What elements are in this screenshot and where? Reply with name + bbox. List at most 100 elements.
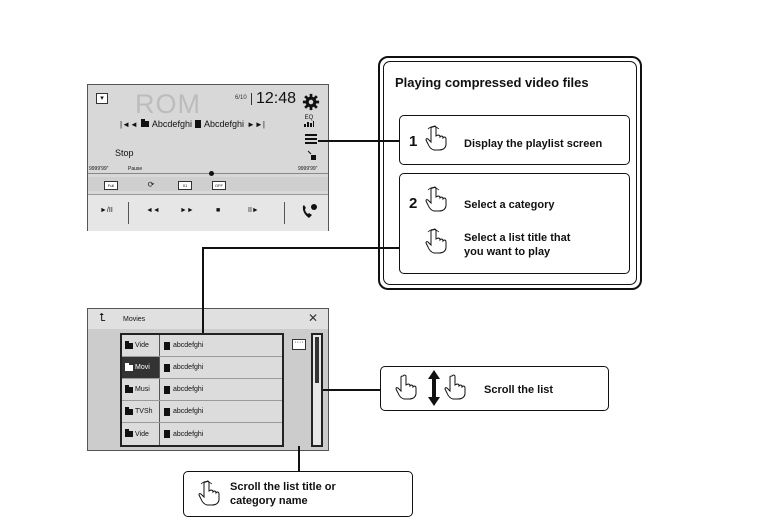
scroll-title-text-line2: category name xyxy=(230,495,308,507)
file-icon xyxy=(194,120,201,128)
hand-pointer-icon xyxy=(444,374,466,400)
step-1-number: 1 xyxy=(409,133,418,150)
file-icon xyxy=(164,363,170,372)
hand-pointer-icon xyxy=(425,186,447,212)
scroll-title-callout xyxy=(183,471,413,517)
title-cell[interactable]: abcdefghi xyxy=(160,407,204,416)
list-title: abcdefghi xyxy=(173,342,204,349)
category-name: TVSh xyxy=(135,408,153,415)
category-cell[interactable]: Vide xyxy=(122,335,160,356)
pause-label: Pause xyxy=(128,166,143,172)
category-cell[interactable]: Movi xyxy=(122,357,160,378)
playback-status: Stop xyxy=(115,148,134,158)
title-cell[interactable]: abcdefghi xyxy=(160,363,203,372)
file-icon xyxy=(164,385,170,394)
divider xyxy=(284,202,285,224)
folder-icon xyxy=(125,406,133,415)
divider xyxy=(251,93,252,105)
connector-line xyxy=(298,446,300,471)
rewind-button[interactable]: ◄◄ xyxy=(146,207,160,214)
playlist-list[interactable]: Vide abcdefghi Movi abcdefghi Musi xyxy=(120,333,284,447)
step-2-box xyxy=(399,173,630,274)
hand-pointer-icon xyxy=(425,228,447,254)
step-2-text-title-line1: Select a list title that xyxy=(464,232,571,244)
fast-forward-button[interactable]: ►► xyxy=(180,207,194,214)
connector-line xyxy=(318,140,399,142)
phone-icon[interactable] xyxy=(300,203,318,221)
close-icon[interactable]: ✕ xyxy=(308,311,319,325)
track-count: 6/10 xyxy=(235,95,247,101)
menu-icon[interactable] xyxy=(305,134,317,144)
list-title: abcdefghi xyxy=(173,408,204,415)
list-item[interactable]: Movi abcdefghi xyxy=(122,357,282,379)
category-cell[interactable]: TVSh xyxy=(122,401,160,422)
instruction-frame-inner xyxy=(383,61,637,285)
title-cell[interactable]: abcdefghi xyxy=(160,341,204,350)
list-item[interactable]: Vide abcdefghi xyxy=(122,335,282,357)
player-screen: ▾ ROM 6/10 12:48 |◄◄ Abcdefghi Abcdefghi… xyxy=(87,84,329,231)
stop-button[interactable]: ■ xyxy=(216,207,221,214)
screen-mode-icon[interactable] xyxy=(307,150,317,162)
slow-play-button[interactable]: II► xyxy=(248,207,259,214)
next-icon[interactable]: ►►| xyxy=(246,119,265,129)
scroll-title-text-line1: Scroll the list title or xyxy=(230,481,336,493)
category-name: Musi xyxy=(135,386,150,393)
hand-pointer-icon xyxy=(425,125,447,151)
repeat-icon[interactable]: ⟳ xyxy=(147,180,155,189)
category-name: Vide xyxy=(135,342,149,349)
step-1-box xyxy=(399,115,630,165)
scrollbar[interactable] xyxy=(311,333,323,447)
step-1-text: Display the playlist screen xyxy=(464,138,603,150)
category-name: Vide xyxy=(135,430,149,438)
hand-pointer-icon xyxy=(198,480,220,506)
up-down-arrow-icon xyxy=(428,370,440,406)
category-cell[interactable]: Musi xyxy=(122,379,160,400)
folder-icon xyxy=(140,119,149,127)
instruction-title: Playing compressed video files xyxy=(395,75,589,90)
screen-size-button[interactable]: Full xyxy=(104,181,118,190)
step-2-text-category: Select a category xyxy=(464,199,555,211)
category-cell[interactable]: Vide xyxy=(122,423,160,445)
progress-knob[interactable] xyxy=(209,171,214,176)
hand-pointer-icon xyxy=(395,374,417,400)
track-info: |◄◄ Abcdefghi Abcdefghi ►►| xyxy=(120,119,265,129)
eq-button[interactable]: EQ xyxy=(304,115,314,129)
gear-icon[interactable] xyxy=(302,93,320,111)
clock: 12:48 xyxy=(256,90,297,107)
file-icon xyxy=(164,407,170,416)
remaining-time: 9999'99" xyxy=(298,166,318,172)
scroll-list-text: Scroll the list xyxy=(484,384,554,396)
eq-label: EQ xyxy=(304,115,314,121)
list-item[interactable]: TVSh abcdefghi xyxy=(122,401,282,423)
title-cell[interactable]: abcdefghi xyxy=(160,430,203,438)
eq-bars-icon xyxy=(304,121,314,127)
list-item[interactable]: Musi abcdefghi xyxy=(122,379,282,401)
file-name: Abcdefghi xyxy=(203,119,244,129)
source-button[interactable]: ▾ xyxy=(96,93,108,104)
connector-line xyxy=(202,247,399,249)
list-item[interactable]: Vide abcdefghi xyxy=(122,423,282,445)
file-icon xyxy=(164,341,170,350)
subtitle-button[interactable]: 01 xyxy=(178,181,192,190)
file-icon xyxy=(164,430,170,438)
back-icon[interactable]: ⮤ xyxy=(99,312,106,324)
step-2-text-title-line2: you want to play xyxy=(464,246,551,258)
playlist-title: Movies xyxy=(123,316,146,323)
playlist-screen: ⮤ Movies ✕ Vide abcdefghi Movi abcdefghi xyxy=(87,308,329,451)
scrollbar-thumb[interactable] xyxy=(315,337,319,383)
more-options-button[interactable]: ···· xyxy=(292,339,306,350)
play-pause-button[interactable]: ►/II xyxy=(100,207,113,214)
progress-bar[interactable] xyxy=(88,173,328,174)
title-cell[interactable]: abcdefghi xyxy=(160,385,204,394)
list-title: abcdefghi xyxy=(173,430,204,438)
folder-name: Abcdefghi xyxy=(151,119,192,129)
list-title: abcdefghi xyxy=(173,386,204,393)
playlist-header: ⮤ Movies ✕ xyxy=(88,309,328,329)
step-2-number: 2 xyxy=(409,195,418,212)
source-label: ROM xyxy=(135,89,201,119)
divider xyxy=(128,202,129,224)
connector-line xyxy=(323,389,380,391)
folder-icon xyxy=(125,340,133,349)
previous-icon[interactable]: |◄◄ xyxy=(120,119,138,129)
random-button[interactable]: OFF xyxy=(212,181,226,190)
